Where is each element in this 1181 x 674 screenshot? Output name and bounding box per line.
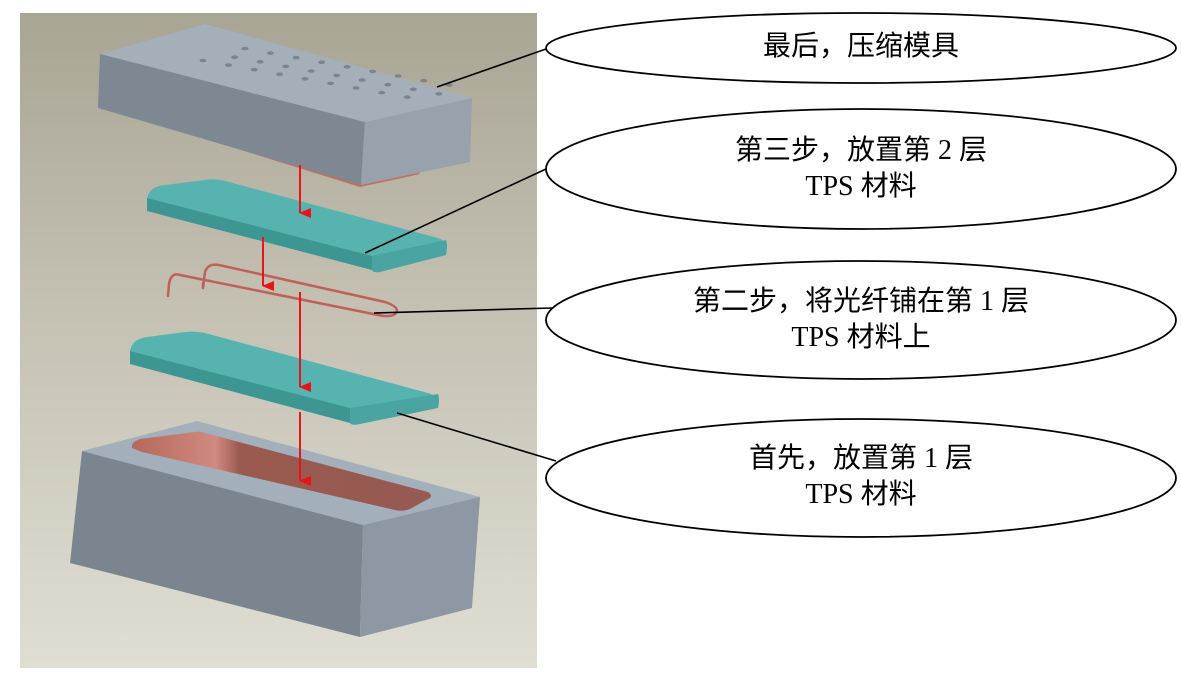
vent-hole (231, 55, 239, 59)
leader-line-tps-layer-2 (364, 168, 547, 254)
tps-layer-2-front-edge (147, 198, 372, 270)
leader-line-upper-mold (436, 48, 547, 88)
vent-hole (420, 78, 428, 83)
callout-ellipse-step1 (545, 418, 1177, 538)
upper-mold-top-face (100, 24, 472, 122)
leader-lines (364, 48, 557, 462)
callout-step3-line-1: 第三步，放置第 2 层 (734, 135, 987, 166)
vent-hole (343, 65, 351, 69)
upper-mold-front-face (98, 54, 365, 185)
tps-layer-1-front-edge (130, 351, 350, 423)
vent-hole (394, 74, 402, 78)
tps-layer-1-top-face (130, 331, 438, 422)
vent-hole (241, 46, 249, 51)
callout-ellipse-step3 (545, 108, 1177, 230)
callout-final-line-1: 最后，压缩模具 (762, 31, 959, 62)
vent-hole (318, 60, 326, 64)
vent-hole (276, 72, 284, 76)
lower-mold-front-face (70, 451, 363, 637)
callout-label-step2: 第二步，将光纤铺在第 1 层 TPS 材料上 (546, 284, 1176, 356)
vent-hole (384, 82, 392, 87)
lower-mold (70, 421, 480, 637)
callout-step3-line-2: TPS 材料 (805, 171, 917, 202)
vent-hole (225, 63, 232, 67)
vent-hole (403, 95, 411, 99)
vent-hole (250, 67, 258, 72)
lower-mold-cavity (131, 431, 431, 511)
tps-layer-2-right-edge (372, 240, 447, 273)
vent-hole (352, 86, 360, 90)
tps-layer-2-top-face (147, 179, 446, 270)
callout-label-final: 最后，压缩模具 (546, 29, 1176, 65)
vent-hole (292, 55, 300, 60)
vent-hole (333, 73, 341, 78)
callout-step1-line-1: 首先，放置第 1 层 (748, 443, 973, 474)
upper-mold (98, 24, 472, 187)
callout-label-step1: 首先，放置第 1 层 TPS 材料 (546, 441, 1176, 513)
assembly-arrows (262, 165, 311, 486)
callout-ellipses (545, 12, 1177, 538)
callout-step2-line-2: TPS 材料上 (791, 322, 931, 353)
tps-layer-2 (147, 179, 447, 273)
callout-ellipse-final (545, 12, 1177, 84)
vent-hole (301, 77, 309, 81)
tps-layer-1-right-edge (350, 394, 439, 425)
vent-hole (378, 90, 386, 95)
vent-hole (409, 87, 417, 92)
vent-hole (435, 92, 443, 96)
vent-hole (267, 51, 274, 55)
vent-hole (369, 69, 377, 74)
leader-line-fiber (373, 307, 553, 314)
tps-layer-1 (130, 331, 439, 425)
callout-label-step3: 第三步，放置第 2 层 TPS 材料 (546, 133, 1176, 205)
leader-line-tps-layer-1 (396, 412, 557, 462)
upper-mold-right-face (361, 98, 472, 185)
vent-hole (307, 69, 315, 73)
vent-hole (199, 58, 207, 63)
callout-step1-line-2: TPS 材料 (805, 479, 917, 510)
vent-hole (358, 78, 366, 82)
vent-hole (327, 81, 335, 86)
vent-hole (256, 60, 264, 64)
callout-step2-line-1: 第二步，将光纤铺在第 1 层 (692, 286, 1029, 317)
callout-ellipse-step2 (545, 260, 1177, 380)
vent-hole (282, 64, 290, 69)
lower-mold-right-face (360, 497, 480, 637)
